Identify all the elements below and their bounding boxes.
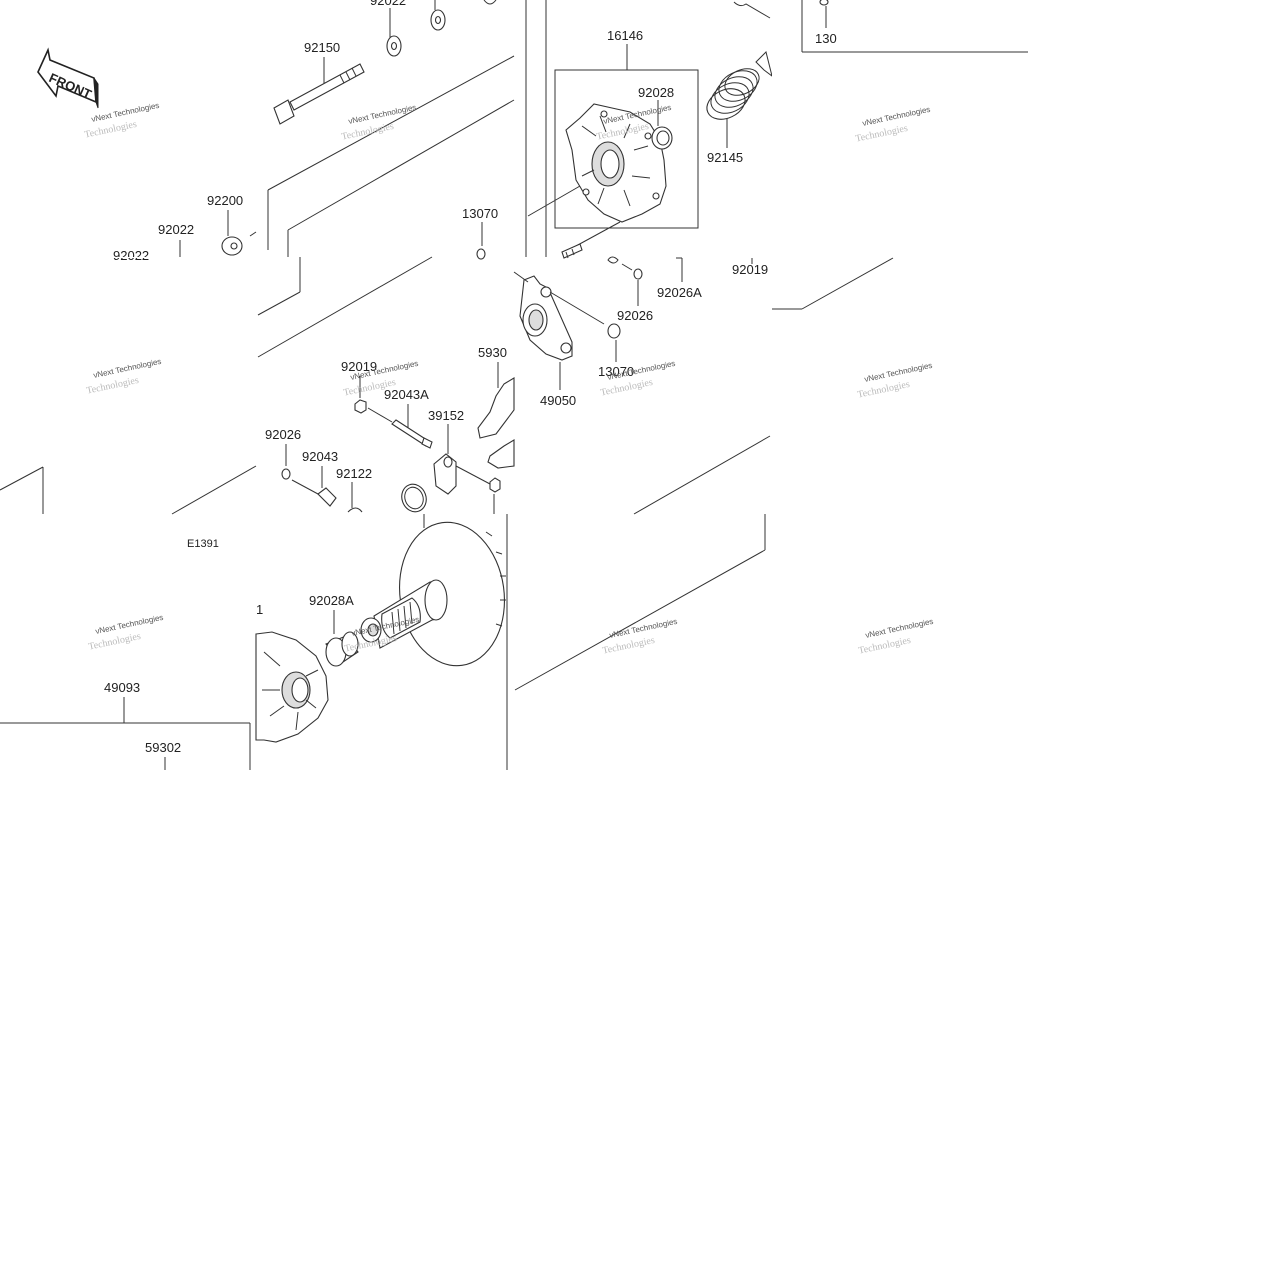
part-washer-92026-b [281,444,319,495]
callout-13070-a: 13070 [462,206,498,221]
watermark: Technologies vNext Technologies [87,613,164,653]
callout-16146: 16146 [607,28,643,43]
part-small-bolt [561,243,583,259]
part-top-right-bits [733,0,829,28]
watermark: Technologies vNext Technologies [85,357,162,397]
callout-92145: 92145 [707,150,743,165]
callout-92022-top: 92022 [370,0,406,8]
part-o-ring [401,483,427,528]
callout-49050: 49050 [540,393,576,408]
part-movable-sheave [255,631,329,743]
part-bushing-92028 [651,100,673,150]
callout-49093: 49093 [104,680,140,695]
part-washers-top [386,0,497,57]
blank-regions [0,52,802,258]
front-arrow-icon: FRONT [37,47,99,109]
watermarks: Technologies vNext Technologies Technolo… [83,101,934,657]
watermark: Technologies vNext Technologies [601,617,678,657]
part-washer-92026A [607,256,683,282]
watermark: Technologies vNext Technologies [340,103,417,143]
watermark: Technologies vNext Technologies [857,617,934,657]
callout-39152: 39152 [428,408,464,423]
callout-92028A: 92028A [309,593,354,608]
watermark: Technologies vNext Technologies [856,361,933,401]
callout-92200: 92200 [207,193,243,208]
part-92122 [347,482,363,513]
diagram-code: E1391 [187,538,219,550]
callout-92043: 92043 [302,449,338,464]
part-washer-92026-a [633,268,643,306]
callout-92022-b: 92022 [113,248,149,263]
part-pin-92043 [317,466,337,507]
callout-59302: 59302 [145,740,181,755]
part-sheave [360,521,506,667]
callout-92043A: 92043A [384,387,429,402]
part-spider-16146 [527,44,699,247]
part-roller-39152 [433,424,501,495]
frame-lines [0,0,1028,770]
part-bushing-13070-b [607,323,621,362]
callout-92150: 92150 [304,40,340,55]
part-nut-92019 [354,376,393,423]
part-bushing-92028A [325,610,359,667]
callout-5930: 5930 [478,345,507,360]
part-arm-49050 [513,271,605,390]
callout-92019-right: 92019 [732,262,768,277]
part-pin-92043A [391,404,433,449]
callout-92026-b: 92026 [265,427,301,442]
callout-130: 130 [815,31,837,46]
callout-92026-a: 92026 [617,308,653,323]
part-bracket-5930 [477,362,515,469]
callout-1-partial: 1 [256,602,263,617]
callout-13070-b: 13070 [598,364,634,379]
part-bushing-13070-a [476,222,486,260]
callout-92019: 92019 [341,359,377,374]
callout-92028: 92028 [638,85,674,100]
watermark: Technologies vNext Technologies [854,105,931,145]
callout-92022-a: 92022 [158,222,194,237]
part-spring-92145 [706,51,773,148]
callout-92122: 92122 [336,466,372,481]
part-washer-92200 [221,210,257,256]
callout-92026A: 92026A [657,285,702,300]
part-bolt-92150 [273,57,365,125]
callout-labels: 92022 92150 16146 92028 92145 130 92200 … [104,0,837,755]
watermark: Technologies vNext Technologies [83,101,160,141]
